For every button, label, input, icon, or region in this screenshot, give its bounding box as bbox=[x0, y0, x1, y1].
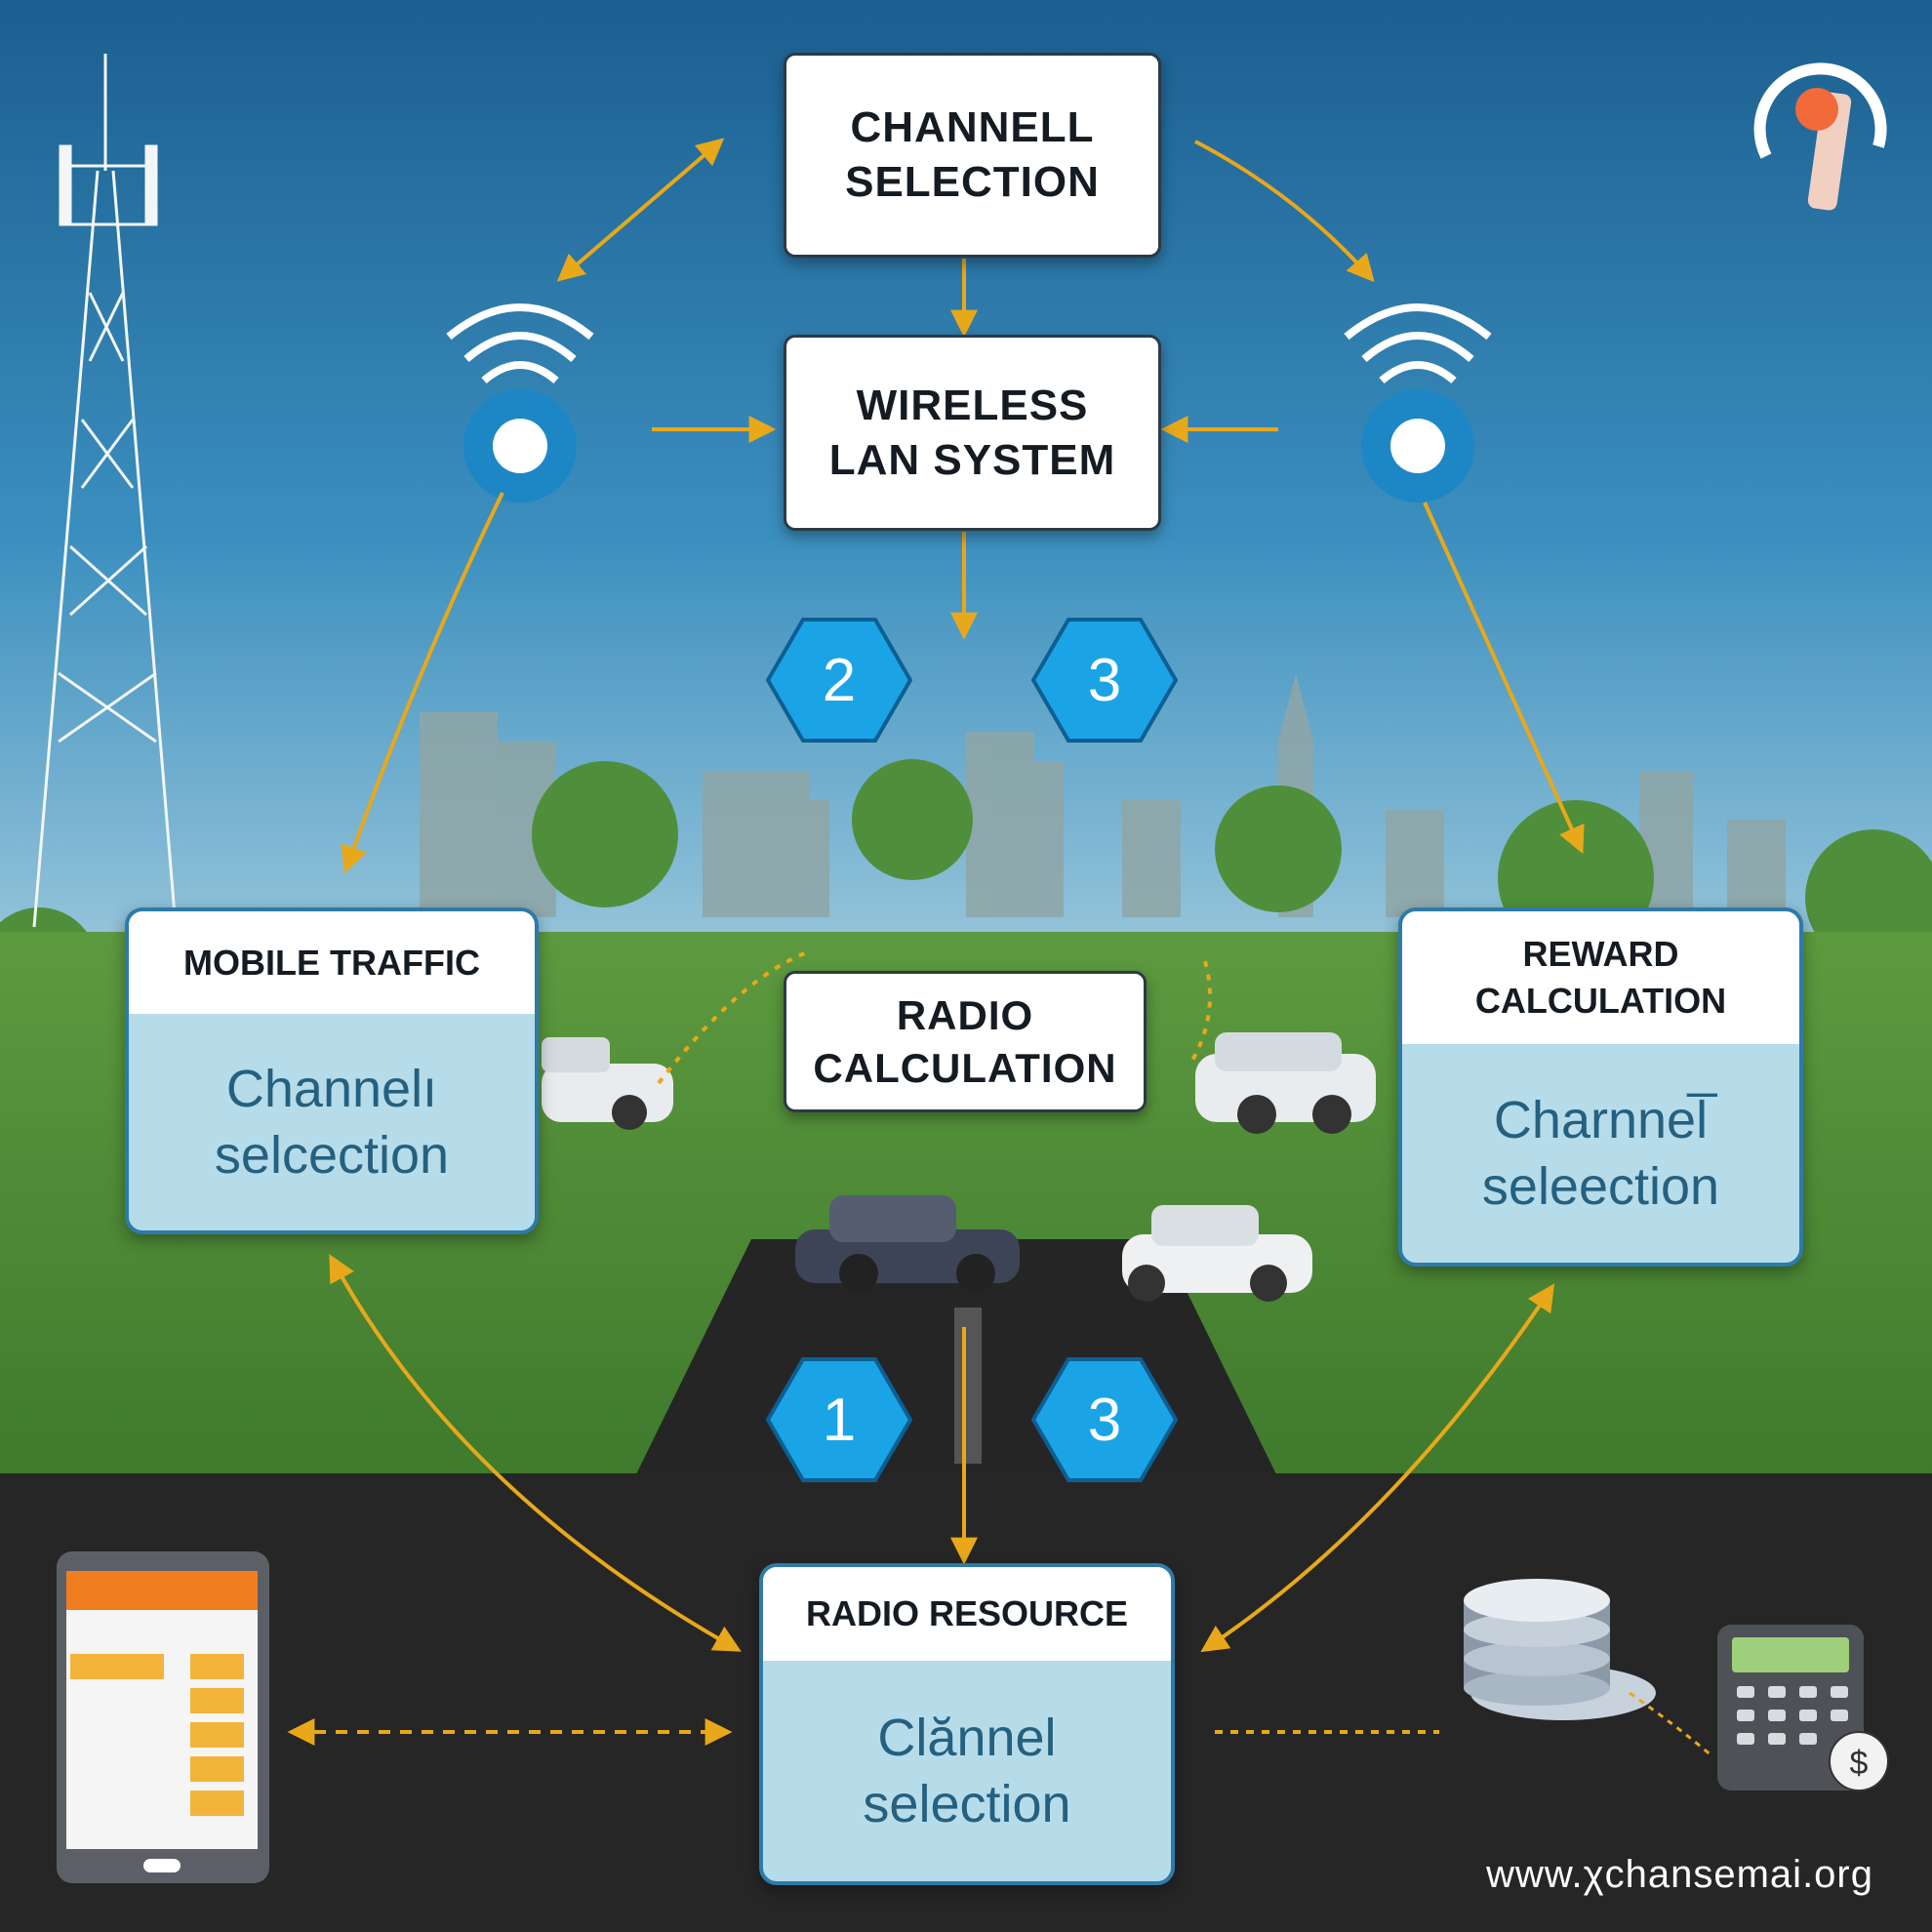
tablet-icon bbox=[57, 1551, 269, 1883]
channel-selection-title: CHANNELL SELECTION bbox=[845, 101, 1100, 210]
hex-3-bottom-label: 3 bbox=[1031, 1357, 1178, 1482]
mobile-traffic-title: MOBILE TRAFFIC bbox=[129, 911, 535, 1014]
reward-calculation-card: REWARD CALCULATION Charnnel̅ seleection bbox=[1398, 907, 1803, 1267]
radio-resource-body: Clănnel selection bbox=[763, 1661, 1171, 1881]
hex-3-top: 3 bbox=[1031, 618, 1178, 743]
channel-selection-box: CHANNELL SELECTION bbox=[784, 53, 1161, 258]
mobile-traffic-body: Channelı selcection bbox=[129, 1014, 535, 1230]
wireless-lan-title: WIRELESS LAN SYSTEM bbox=[829, 379, 1116, 488]
radio-calculation-box: RADIO CALCULATION bbox=[784, 971, 1147, 1112]
hex-2: 2 bbox=[766, 618, 912, 743]
hex-2-label: 2 bbox=[766, 618, 912, 743]
reward-calculation-body: Charnnel̅ seleection bbox=[1402, 1044, 1799, 1263]
mobile-traffic-card: MOBILE TRAFFIC Channelı selcection bbox=[125, 907, 539, 1234]
hex-1: 1 bbox=[766, 1357, 912, 1482]
road-marking bbox=[954, 1308, 982, 1464]
radio-calculation-title: RADIO CALCULATION bbox=[813, 989, 1116, 1095]
reward-calculation-title: REWARD CALCULATION bbox=[1402, 911, 1799, 1044]
hex-1-label: 1 bbox=[766, 1357, 912, 1482]
svg-text:$: $ bbox=[1850, 1745, 1869, 1782]
radio-resource-title: RADIO RESOURCE bbox=[763, 1567, 1171, 1661]
hex-3-bottom: 3 bbox=[1031, 1357, 1178, 1482]
watermark-url: www.χchansemai.org bbox=[1486, 1853, 1873, 1897]
hex-3-top-label: 3 bbox=[1031, 618, 1178, 743]
radio-resource-card: RADIO RESOURCE Clănnel selection bbox=[759, 1563, 1175, 1885]
wireless-lan-box: WIRELESS LAN SYSTEM bbox=[784, 335, 1161, 531]
